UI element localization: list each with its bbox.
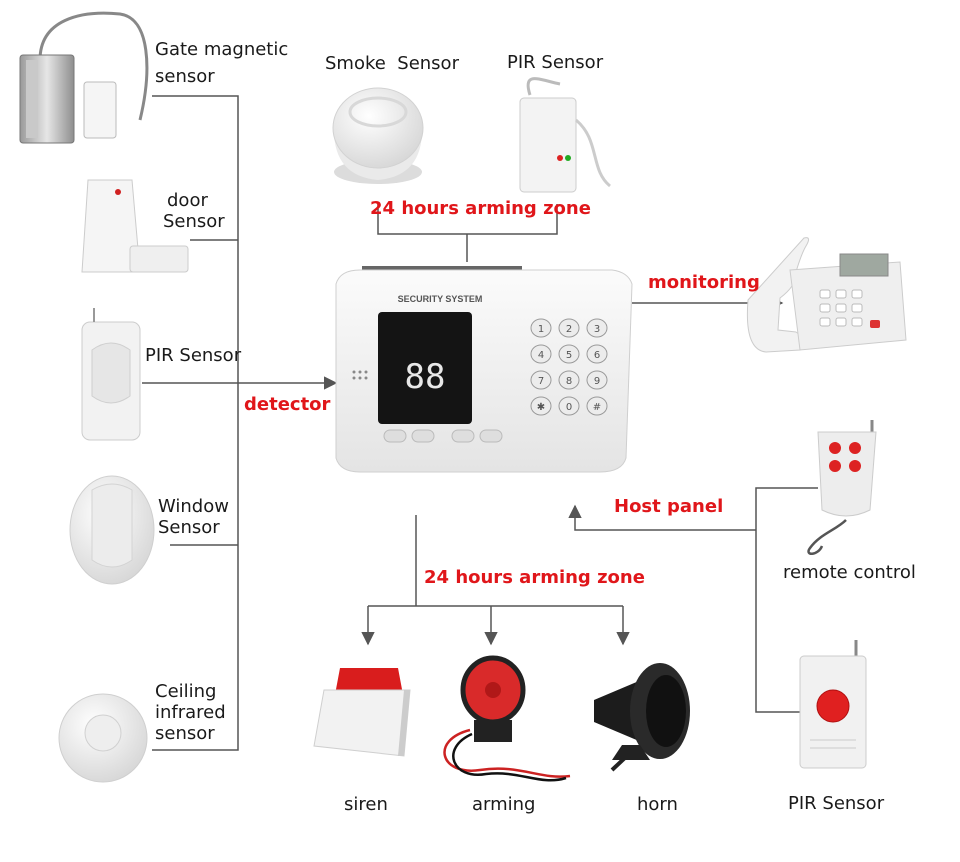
keypad-key [586,370,608,390]
door-sensor-line2: Sensor [163,211,225,232]
ceiling-sensor-device [58,693,148,783]
pir-sensor-right-label: PIR Sensor [788,793,885,814]
keypad-key [530,370,552,390]
gate-magnetic-line1: Gate magnetic [155,39,289,60]
keypad-key-label: 8 [566,376,572,387]
siren-label: siren [344,794,388,815]
smoke-sensor-label: Smoke Sensor [325,53,459,74]
keypad-key [558,370,580,390]
ceiling-sensor-line2: infrared [155,702,226,723]
ceiling-sensor-line3: sensor [155,723,215,744]
panel-keypad: 1 2 3 4 5 6 7 8 9 ✱ 0 # [530,318,608,416]
keypad-key-label: 1 [538,324,544,335]
gate-magnetic-line2: sensor [155,66,215,87]
keypad-key [558,318,580,338]
monitoring-label: monitoring [648,272,760,293]
keypad-key [530,318,552,338]
keypad-key [530,396,552,416]
door-sensor-line1: door [167,190,208,211]
connection-lines [142,95,818,751]
keypad-key [558,344,580,364]
arming-device [443,655,571,782]
top-arming-zone-label: 24 hours arming zone [370,198,591,219]
horn-label: horn [637,794,678,815]
ceiling-sensor-label: Ceiling infrared sensor [155,681,226,744]
keypad-key-label: 3 [594,324,600,335]
window-sensor-line2: Sensor [158,517,220,538]
pir-sensor-left-device [81,308,141,441]
door-sensor-label: door Sensor [163,190,225,232]
panel-display: 88 [405,357,446,397]
keypad-key [586,396,608,416]
window-sensor-line1: Window [158,496,229,517]
keypad-key-label: 6 [594,350,600,361]
keypad-key-label: 4 [538,350,544,361]
telephone-device [746,237,907,353]
window-sensor-device [69,475,155,585]
keypad-key [586,344,608,364]
keypad-key-label: # [593,402,601,413]
panic-button-device [799,640,867,769]
door-sensor-device [81,179,189,273]
pir-sensor-top-device [519,77,612,193]
gate-magnetic-sensor-label: Gate magnetic sensor [155,39,288,87]
arming-label: arming [472,794,536,815]
siren-device [313,668,411,757]
pir-sensor-left-label: PIR Sensor [145,345,242,366]
window-sensor-label: Window Sensor [158,496,229,538]
keypad-key-label: ✱ [537,402,545,413]
keypad-key-label: 5 [566,350,572,361]
horn-device [594,663,690,772]
bottom-arming-zone-label: 24 hours arming zone [424,567,645,588]
keypad-key-label: 0 [566,402,572,413]
keypad-key-label: 2 [566,324,572,335]
keypad-key [530,344,552,364]
host-panel-device: 88 SECURITY SYSTEM 1 2 3 4 5 6 7 8 9 ✱ 0 # [335,266,633,473]
host-panel-label: Host panel [614,496,724,517]
panel-brand: SECURITY SYSTEM [398,294,483,304]
remote-control-label: remote control [783,562,916,583]
ceiling-sensor-line1: Ceiling [155,681,217,702]
keypad-key [558,396,580,416]
smoke-sensor-device [332,87,424,184]
gate-magnetic-sensor-device [19,11,149,144]
remote-control-device [807,420,877,555]
keypad-key [586,318,608,338]
detector-label: detector [244,394,331,415]
keypad-key-label: 9 [594,376,600,387]
pir-sensor-top-label: PIR Sensor [507,52,604,73]
keypad-key-label: 7 [538,376,544,387]
